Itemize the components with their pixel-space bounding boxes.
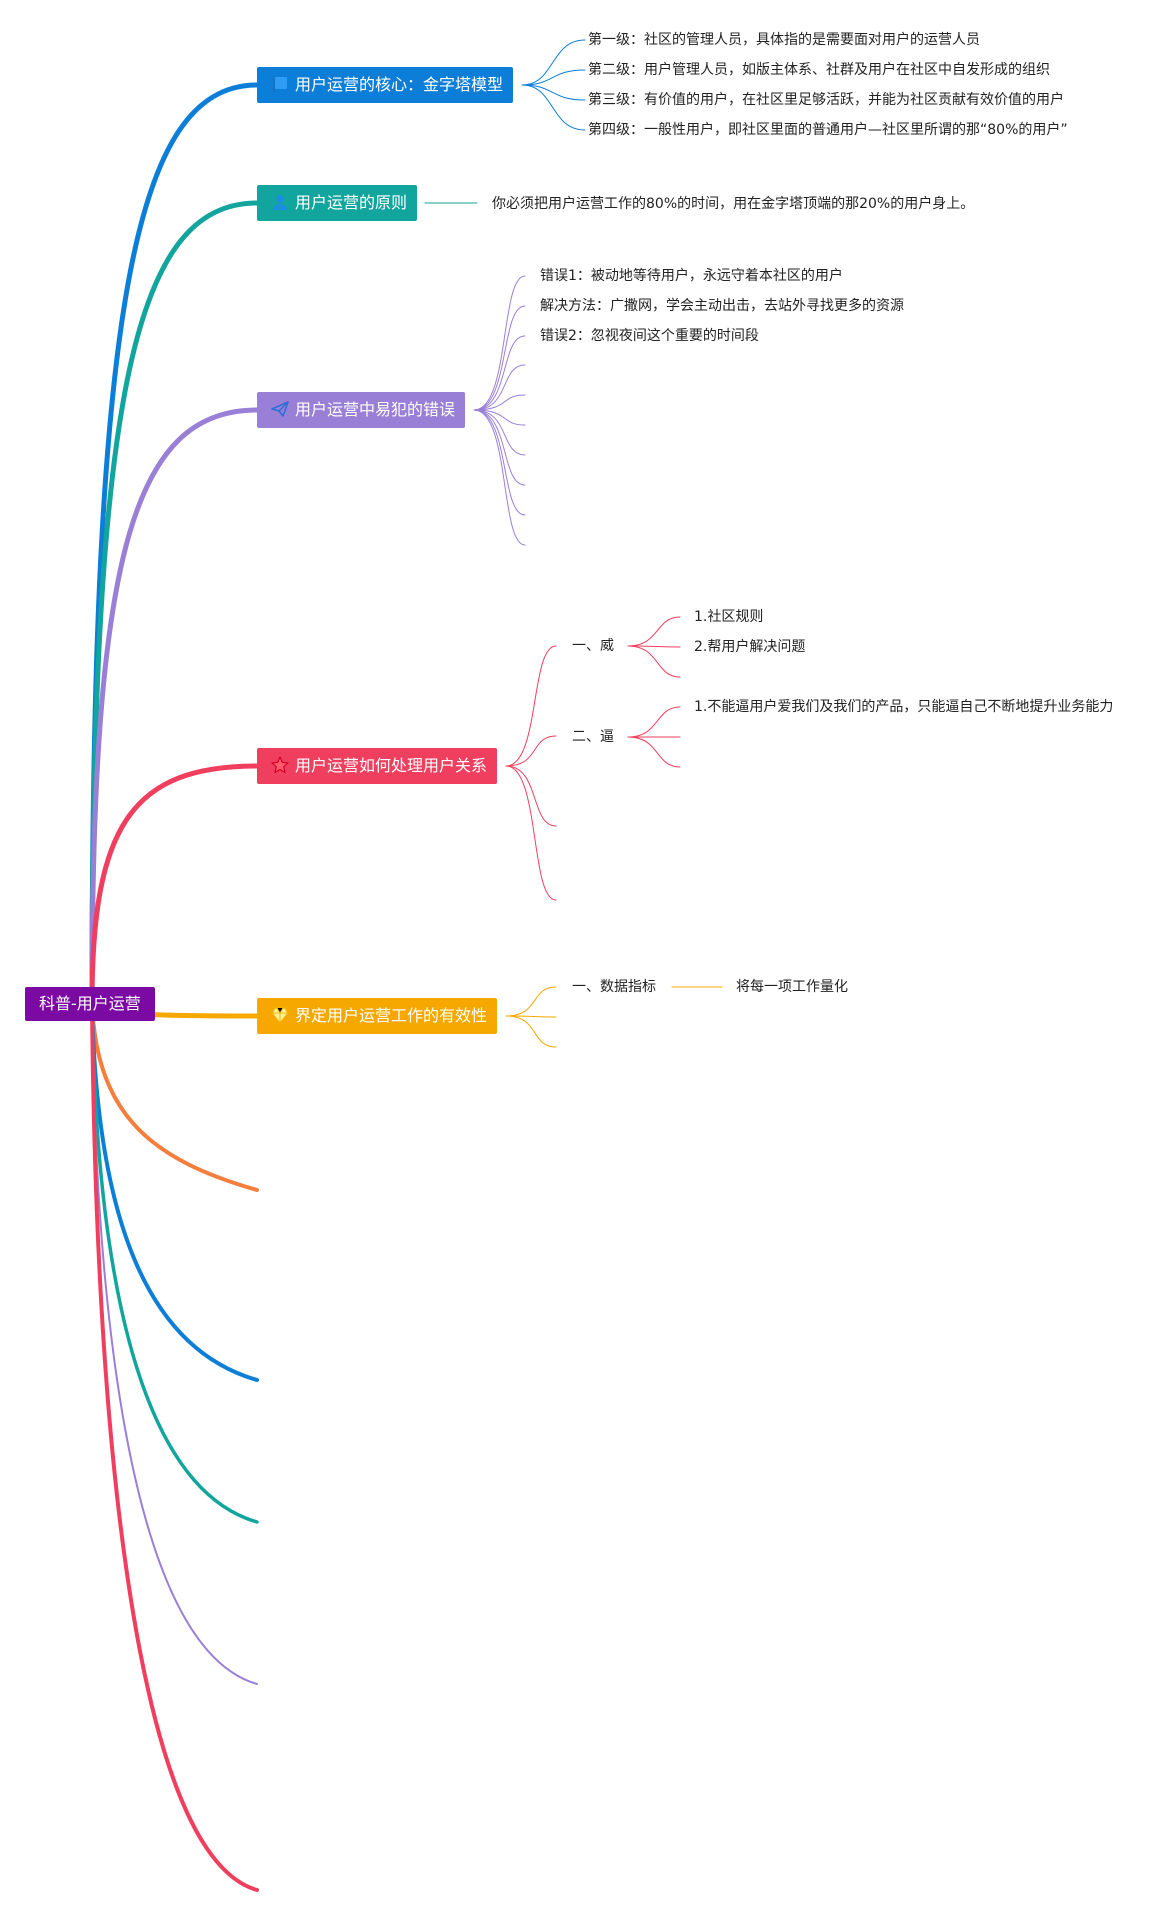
- branch-label: 用户运营的原则: [295, 193, 408, 212]
- branch-label: 用户运营如何处理用户关系: [295, 756, 488, 775]
- leaf-connector: [473, 409, 526, 516]
- branch-connector: [89, 82, 260, 1007]
- leaf-text: 2.帮用户解决问题: [694, 639, 806, 655]
- leaf-connector: [627, 645, 681, 678]
- leaf-connector: [521, 84, 586, 131]
- sub-topic-label: 二、逼: [572, 729, 614, 745]
- leaf-text: 解决方法：广撒网，学会主动出击，去站外寻找更多的资源: [540, 298, 904, 314]
- leaf-text: 1.社区规则: [694, 609, 764, 625]
- branch-label: 用户运营的核心：金字塔模型: [295, 75, 504, 94]
- sub-topic-label: 一、威: [572, 638, 614, 654]
- star-icon: [271, 756, 289, 774]
- leaf-connector: [505, 1015, 557, 1048]
- leaf-connector: [627, 616, 681, 647]
- leaf-text: 1.不能逼用户爱我们及我们的产品，只能逼自己不断地提升业务能力: [694, 699, 1114, 715]
- leaf-text: 错误2：忽视夜间这个重要的时间段: [540, 328, 759, 344]
- sub-topic-label: 一、数据指标: [572, 979, 656, 995]
- leaf-connector: [473, 409, 526, 486]
- leaf-connector: [473, 335, 526, 411]
- branch-label: 用户运营中易犯的错误: [295, 400, 456, 419]
- leaf-connector: [505, 645, 557, 767]
- leaf-connector: [473, 305, 526, 411]
- leaf-text: 第一级：社区的管理人员，具体指的是需要面对用户的运营人员: [588, 32, 980, 48]
- leaf-connector: [505, 1015, 557, 1018]
- branch-label: 界定用户运营工作的有效性: [295, 1006, 488, 1025]
- leaf-text: 第四级：一般性用户，即社区里面的普通用户—社区里所谓的那“80%的用户”: [588, 122, 1068, 138]
- leaf-connector: [473, 409, 526, 546]
- empty-branch-connector: [91, 1003, 258, 1685]
- branch-connector: [89, 763, 260, 1007]
- leaf-text: 将每一项工作量化: [736, 979, 848, 995]
- leaf-connector: [521, 39, 586, 86]
- leaf-connector: [505, 765, 557, 827]
- empty-branch-connector: [90, 1002, 259, 1524]
- leaf-connector: [505, 986, 557, 1017]
- branch-node-common-mistakes[interactable]: 用户运营中易犯的错误: [257, 392, 466, 428]
- leaf-connector: [505, 735, 557, 767]
- empty-branch-connector: [90, 1002, 259, 1892]
- leaf-connector: [521, 69, 586, 86]
- leaf-connector: [473, 364, 526, 411]
- leaf-text: 错误1：被动地等待用户，永远守着本社区的用户: [540, 268, 843, 284]
- branch-node-user-relations[interactable]: 用户运营如何处理用户关系: [257, 748, 498, 784]
- branch-node-pyramid-model[interactable]: 用户运营的核心：金字塔模型: [257, 67, 514, 103]
- user-icon: [273, 195, 287, 210]
- branch-connector: [89, 200, 260, 1007]
- leaf-connector: [627, 736, 681, 768]
- leaf-connector: [505, 765, 557, 901]
- empty-branch-connector: [90, 1002, 259, 1382]
- leaf-connector: [473, 275, 526, 411]
- leaf-text: 第三级：有价值的用户，在社区里足够活跃，并能为社区贡献有效价值的用户: [588, 92, 1064, 108]
- root-label: 科普-用户运营: [39, 994, 141, 1013]
- flag-icon: [273, 77, 287, 92]
- branch-node-principle[interactable]: 用户运营的原则: [257, 185, 418, 221]
- leaf-connector: [627, 706, 681, 738]
- leaf-text: 第二级：用户管理人员，如版主体系、社群及用户在社区中自发形成的组织: [588, 62, 1050, 78]
- branch-connector: [89, 407, 260, 1007]
- leaf-text: 你必须把用户运营工作的80%的时间，用在金字塔顶端的那20%的用户身上。: [492, 196, 975, 212]
- diamond-icon: [271, 1007, 289, 1024]
- leaf-connector: [473, 409, 526, 426]
- leaf-connector: [627, 645, 681, 648]
- leaf-connector: [521, 84, 586, 101]
- leaf-connector: [473, 394, 526, 411]
- empty-branch-connector: [90, 1002, 259, 1192]
- root-node[interactable]: 科普-用户运营: [25, 987, 155, 1021]
- paper-plane-icon: [271, 401, 289, 417]
- branch-node-effectiveness[interactable]: 界定用户运营工作的有效性: [257, 998, 498, 1034]
- leaf-connector: [473, 409, 526, 456]
